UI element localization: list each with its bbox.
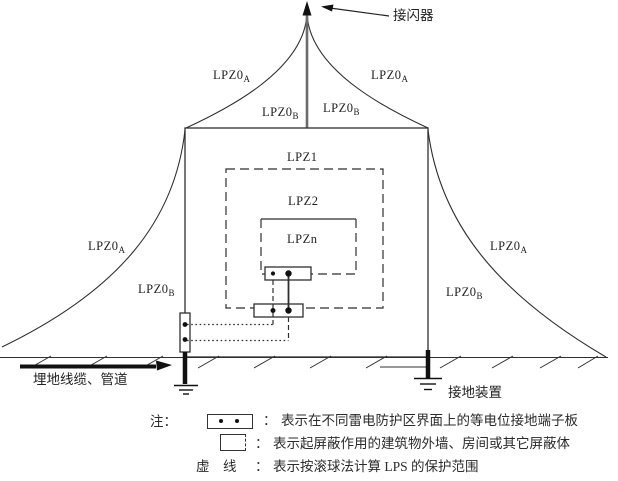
label-lpz0a-upper-left: LPZ0A xyxy=(213,68,250,84)
label-lpz0a-left: LPZ0A xyxy=(88,239,125,255)
ground-hatching xyxy=(29,355,599,369)
note-3-colon: ： xyxy=(255,459,269,474)
label-lpz0b-left: LPZ0B xyxy=(138,282,175,298)
right-earth-symbol-icon xyxy=(414,377,442,391)
lower-left-boundary-curve xyxy=(1,129,186,348)
terminal-dot-icon xyxy=(235,419,239,423)
buried-cable-label: 埋地线缆、管道 xyxy=(33,372,128,387)
terminal-box-wall xyxy=(179,312,191,353)
lps-protection-boundary xyxy=(1,11,607,358)
label-lpz0b-right: LPZ0B xyxy=(446,285,483,301)
air-terminal-label: 接闪器 xyxy=(393,7,434,23)
right-earth-electrode xyxy=(414,350,442,391)
lpzn-shield-boundary xyxy=(260,218,357,275)
ground-surface xyxy=(0,356,608,368)
left-earth-symbol-icon xyxy=(174,384,198,395)
label-lpz0a-right: LPZ0A xyxy=(490,239,527,255)
air-terminal-callout-arrow-icon xyxy=(321,4,390,17)
label-lpz0b-roof-right: LPZ0B xyxy=(323,101,360,117)
lpz2-shield-boundary xyxy=(225,168,384,309)
label-lpzn: LPZn xyxy=(287,232,318,246)
lower-right-boundary-curve xyxy=(427,129,607,358)
upper-right-boundary-curve xyxy=(306,11,429,129)
grounding-device-label: 接地装置 xyxy=(448,384,502,400)
air-terminal-tip-icon xyxy=(302,1,312,16)
note-1-text: 表示在不同雷电防护区界面上的等电位接地端子板 xyxy=(281,413,578,428)
terminal-dot-icon xyxy=(219,419,223,423)
legend-shield-symbol xyxy=(220,434,246,451)
terminal-box-lpz2 xyxy=(253,303,304,318)
note-3-label: 虚 线 xyxy=(196,459,237,474)
label-lpz2: LPZ2 xyxy=(288,194,318,208)
note-2-colon: ： xyxy=(255,436,269,451)
legend-terminal-board-symbol xyxy=(207,414,253,429)
note-3-text: 表示按滚球法计算 LPS 的保护范围 xyxy=(273,459,479,474)
notes-heading: 注： xyxy=(150,414,177,429)
upper-left-boundary-curve xyxy=(185,11,308,129)
label-lpz0b-roof-left: LPZ0B xyxy=(262,105,299,121)
label-lpz0a-upper-right: LPZ0A xyxy=(371,68,408,84)
bonding-conductors xyxy=(187,273,290,342)
buried-cable-arrow-icon xyxy=(156,360,172,371)
note-1-colon: ： xyxy=(263,413,277,428)
note-2-text: 表示起屏蔽作用的建筑物外墙、房间或其它屏蔽体 xyxy=(273,436,570,451)
label-lpz1: LPZ1 xyxy=(287,150,317,164)
left-earth-electrode xyxy=(174,352,198,395)
buried-cable-line xyxy=(20,360,172,371)
bonding-terminal-dots xyxy=(182,270,292,342)
